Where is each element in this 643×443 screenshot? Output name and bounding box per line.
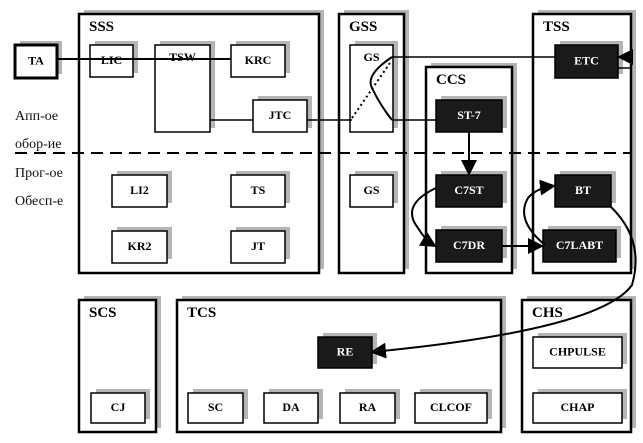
side-label-hardware-1: Апп-ое bbox=[15, 109, 58, 124]
block-jt: JT bbox=[230, 227, 290, 264]
block-label-ra: RA bbox=[359, 400, 377, 414]
block-gs-sw: GS bbox=[349, 171, 398, 208]
block-ta: TA bbox=[13, 41, 62, 80]
block-re: RE bbox=[317, 333, 377, 369]
block-gs-hw: GS bbox=[349, 41, 398, 133]
block-label-chpulse: CHPULSE bbox=[549, 344, 606, 358]
group-label-gss: GSS bbox=[349, 19, 377, 35]
side-label-hardware-2: обор-ие bbox=[15, 137, 62, 152]
block-label-ts: TS bbox=[251, 183, 266, 197]
block-label-sc: SC bbox=[208, 400, 223, 414]
block-label-tsw: TSW bbox=[169, 50, 196, 64]
side-label-software-2: Обесп-е bbox=[15, 194, 63, 209]
block-label-da: DA bbox=[282, 400, 300, 414]
block-label-gs-sw: GS bbox=[363, 183, 379, 197]
block-ts: TS bbox=[230, 171, 290, 208]
block-c7dr: C7DR bbox=[435, 226, 507, 263]
block-label-c7dr: C7DR bbox=[453, 238, 485, 252]
block-label-clcof: CLCOF bbox=[430, 400, 472, 414]
arrow-c7labt-bt bbox=[523, 179, 556, 246]
block-da: DA bbox=[263, 389, 323, 424]
block-chpulse: CHPULSE bbox=[532, 333, 627, 369]
connections bbox=[57, 49, 637, 359]
block-label-cj: CJ bbox=[111, 400, 126, 414]
block-label-c7labt: C7LABT bbox=[556, 238, 603, 252]
block-label-jt: JT bbox=[251, 239, 265, 253]
block-kr2: KR2 bbox=[111, 227, 172, 264]
block-label-gs-hw: GS bbox=[363, 50, 379, 64]
block-label-st7: ST-7 bbox=[457, 108, 481, 122]
block-li2: LI2 bbox=[111, 171, 172, 208]
arrow-bt-re bbox=[370, 206, 637, 359]
group-label-ccs: CCS bbox=[436, 72, 466, 88]
arrow-c7st-c7dr bbox=[411, 187, 437, 248]
block-krc: KRC bbox=[230, 41, 290, 78]
block-label-li2: LI2 bbox=[130, 183, 149, 197]
block-sc: SC bbox=[187, 389, 248, 424]
block-bt: BT bbox=[554, 171, 616, 208]
block-label-re: RE bbox=[337, 344, 354, 358]
block-label-chap: CHAP bbox=[561, 400, 595, 414]
block-etc: ETC bbox=[554, 41, 623, 79]
block-chap: CHAP bbox=[532, 389, 627, 424]
side-label-software-1: Прог-ое bbox=[15, 166, 63, 181]
group-label-scs: SCS bbox=[89, 305, 117, 321]
group-label-tss: TSS bbox=[543, 19, 570, 35]
block-label-etc: ETC bbox=[574, 53, 599, 67]
block-label-jtc: JTC bbox=[269, 108, 292, 122]
group-label-tcs: TCS bbox=[187, 305, 216, 321]
block-label-bt: BT bbox=[575, 183, 591, 197]
block-c7labt: C7LABT bbox=[542, 226, 621, 263]
block-label-c7st: C7ST bbox=[454, 183, 483, 197]
block-label-krc: KRC bbox=[245, 53, 272, 67]
block-label-kr2: KR2 bbox=[128, 239, 152, 253]
block-st7: ST-7 bbox=[435, 96, 507, 133]
block-tsw: TSW bbox=[154, 41, 215, 133]
block-clcof: CLCOF bbox=[414, 389, 492, 424]
group-label-sss: SSS bbox=[89, 19, 114, 35]
block-label-ta: TA bbox=[28, 53, 44, 67]
gs-dotted-path bbox=[351, 62, 391, 119]
group-label-chs: CHS bbox=[532, 305, 563, 321]
block-ra: RA bbox=[339, 389, 400, 424]
block-c7st: C7ST bbox=[435, 171, 507, 208]
block-cj: CJ bbox=[90, 389, 150, 424]
block-jtc: JTC bbox=[252, 96, 312, 133]
